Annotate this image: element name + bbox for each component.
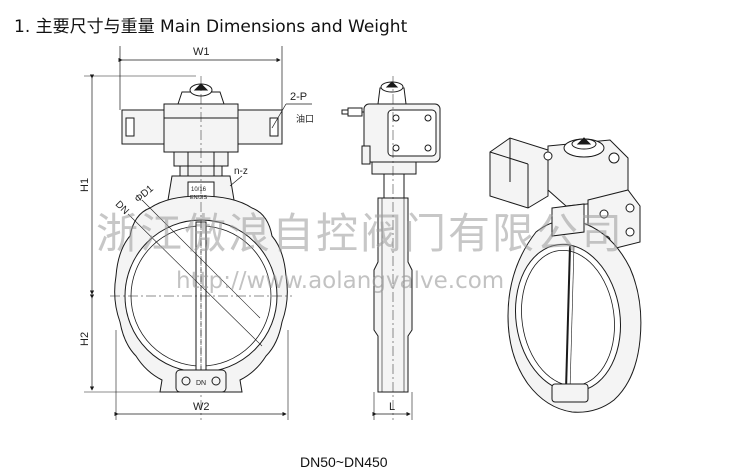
port-cn-label: 油口 bbox=[296, 113, 314, 124]
page-title: 1. 主要尺寸与重量 Main Dimensions and Weight bbox=[14, 17, 408, 37]
l-label: L bbox=[389, 401, 395, 413]
h1-label: H1 bbox=[79, 178, 91, 192]
w1-label: W1 bbox=[193, 46, 210, 58]
plate-line1: 10/16 bbox=[191, 187, 207, 193]
front-view bbox=[84, 46, 312, 420]
watermark-company: 浙江傲浪自控阀门有限公司 bbox=[96, 209, 625, 258]
h2-label: H2 bbox=[79, 332, 91, 346]
side-view bbox=[341, 76, 441, 420]
bottom-mark: DN bbox=[196, 380, 206, 387]
n-z-label: n-z bbox=[234, 166, 248, 177]
size-range-caption: DN50~DN450 bbox=[300, 454, 388, 470]
bottom-boss bbox=[175, 369, 227, 393]
isometric-view bbox=[489, 137, 642, 413]
ports-label: 2-P bbox=[290, 91, 307, 103]
plate-line2: EN/JIS bbox=[190, 195, 207, 201]
w2-label: W2 bbox=[193, 401, 210, 413]
watermark-url: http://www.aolangvalve.com bbox=[176, 268, 505, 294]
